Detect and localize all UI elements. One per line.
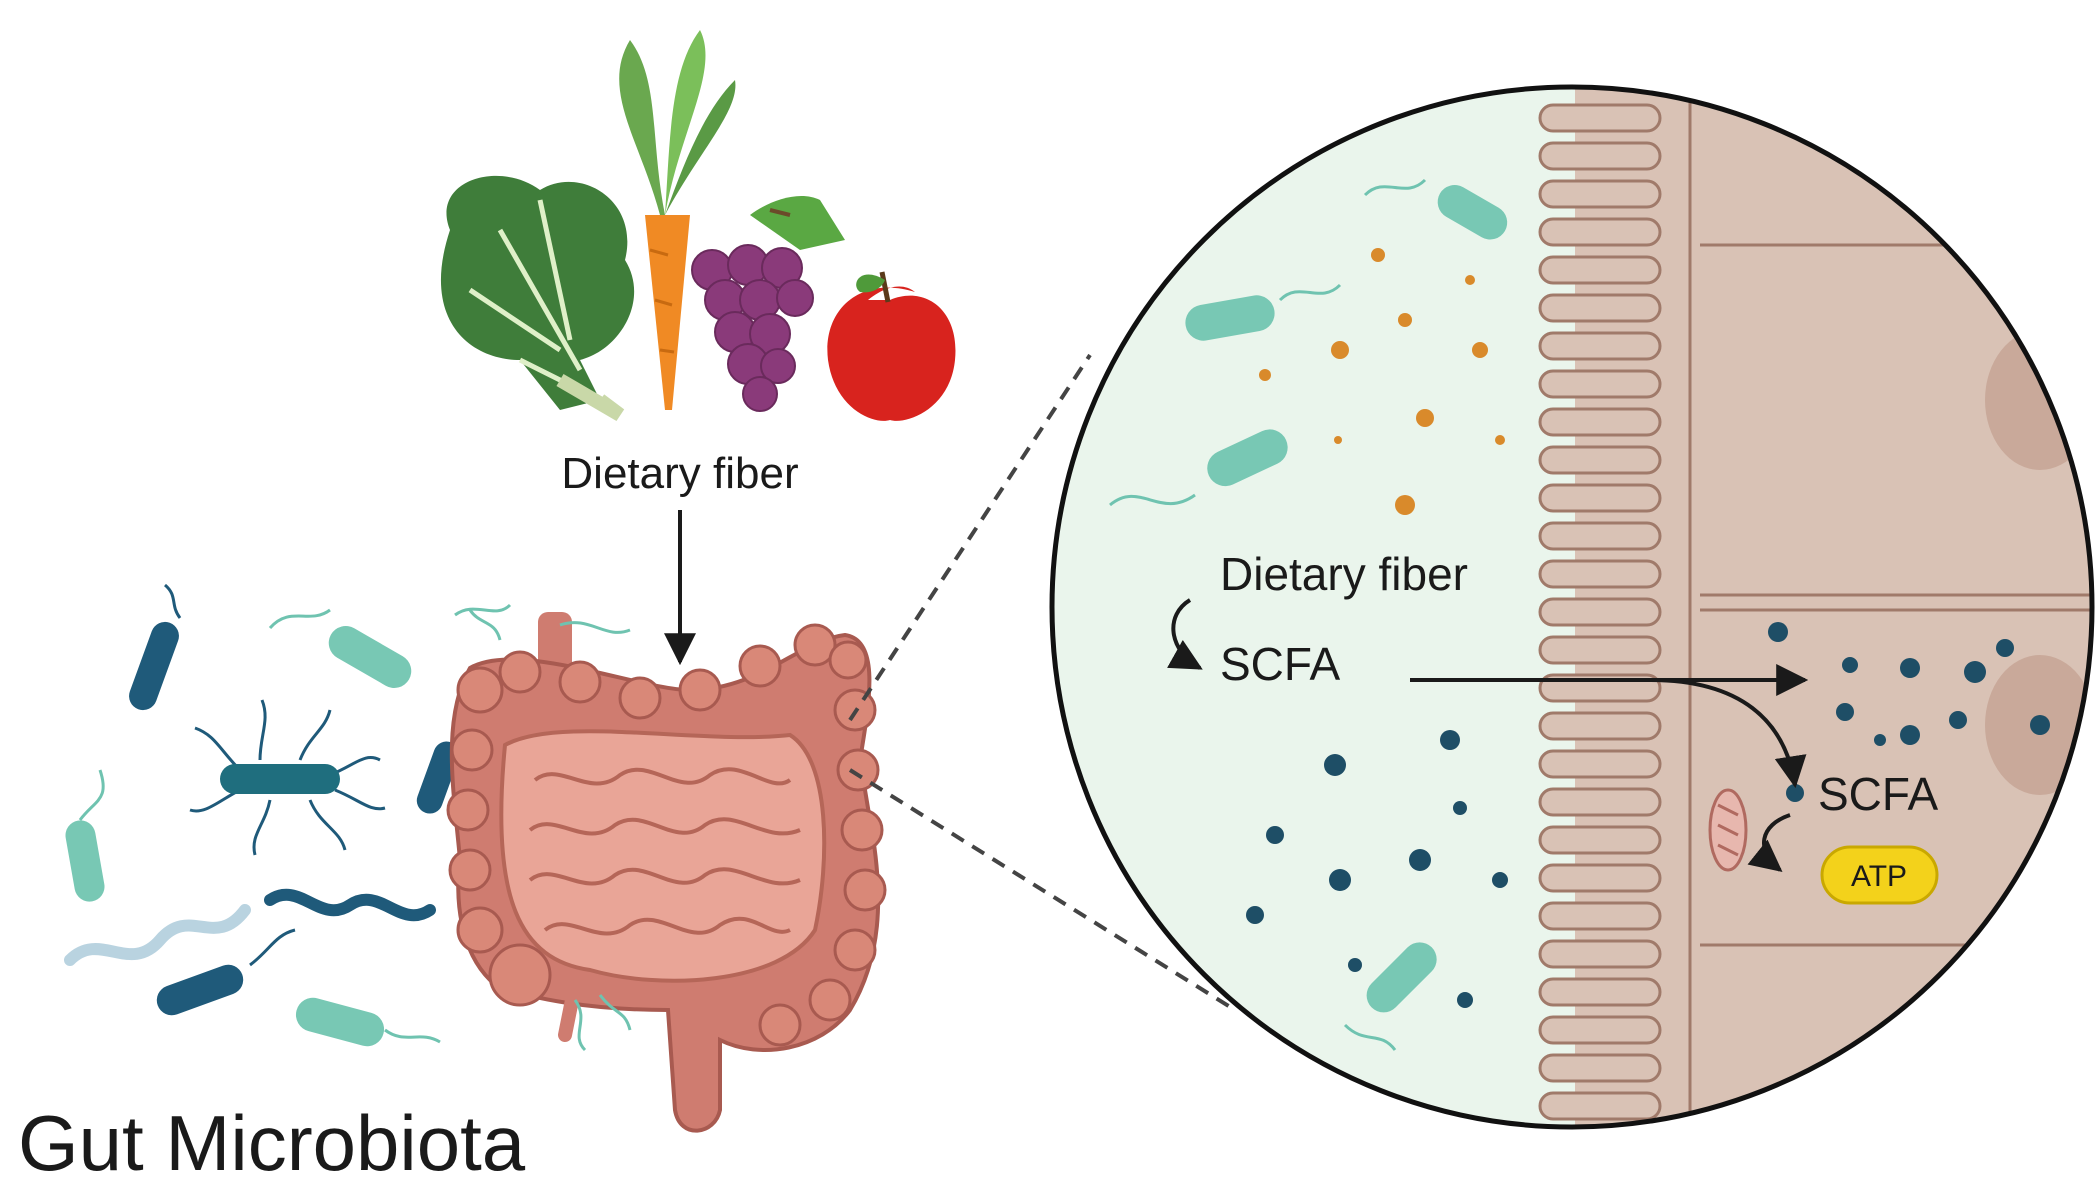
free-bacteria-group: [64, 583, 512, 1047]
villus: [1538, 407, 1662, 437]
villus: [1538, 711, 1662, 741]
villus: [1538, 635, 1662, 665]
zoom-indicator-lines: [848, 353, 1237, 1012]
food-fiber-label: Dietary fiber: [561, 449, 798, 498]
intestine-icon: [446, 612, 887, 1133]
bacterium-flagellated-dark: [189, 699, 386, 856]
spirochete-dark: [264, 888, 436, 922]
scfa-to-atp-arrow: [1747, 813, 1791, 873]
villi-border: [1538, 87, 1700, 1157]
zoom-circle-outline: [1049, 84, 2095, 1130]
bacterium-teal-1: [268, 608, 412, 688]
scfa-uptake-arrow: [1649, 678, 1807, 789]
villus: [1538, 749, 1662, 779]
fiber-particles: [1259, 248, 1505, 515]
villus: [1538, 445, 1662, 475]
villus: [1538, 179, 1662, 209]
food-group: [440, 30, 956, 422]
villus: [1538, 1015, 1662, 1045]
apple-icon: [827, 271, 956, 421]
villus: [1538, 369, 1662, 399]
villus: [1538, 1091, 1662, 1121]
villus: [1538, 597, 1662, 627]
cell-scfa-label: SCFA: [1818, 768, 1938, 820]
villus: [1538, 977, 1662, 1007]
villus: [1538, 293, 1662, 323]
scfa-particles-lumen: [1246, 730, 1508, 1008]
villus: [1538, 103, 1662, 133]
villus: [1540, 1131, 1660, 1157]
villus: [1538, 483, 1662, 513]
villus: [1538, 787, 1662, 817]
leafy-greens-icon: [440, 175, 635, 422]
gut-attached-bacteria: [468, 609, 632, 1052]
villus: [1538, 217, 1662, 247]
scfa-particles-cell: [1768, 622, 2050, 802]
spirochete-light: [64, 904, 251, 966]
gut-microbiota-title: Gut Microbiota: [18, 1099, 526, 1187]
atp-badge: ATP: [1820, 845, 1939, 905]
zoom-fiber-label: Dietary fiber: [1220, 548, 1468, 600]
villus: [1538, 559, 1662, 589]
villus: [1538, 863, 1662, 893]
villus: [1538, 331, 1662, 361]
villus: [1538, 901, 1662, 931]
bacterium-teal-top: [454, 603, 512, 617]
fiber-to-scfa-arrow: [1167, 598, 1203, 670]
villus: [1538, 939, 1662, 969]
bacterium-teal-3: [295, 997, 441, 1047]
bacterium-rod-dark-2: [156, 928, 296, 1016]
bacterium-rod-near-gut: [416, 741, 460, 814]
bacterium-rod-dark: [129, 583, 182, 711]
mitochondrion-icon: [1708, 788, 1748, 872]
atp-label: ATP: [1851, 860, 1907, 893]
villus: [1538, 141, 1662, 171]
villus: [1538, 255, 1662, 285]
villus: [1538, 825, 1662, 855]
lumen-bacteria: [1109, 178, 1508, 1051]
carrot-icon: [619, 30, 736, 410]
villus: [1538, 1053, 1662, 1083]
zoom-scfa-label: SCFA: [1220, 638, 1340, 690]
villus: [1538, 521, 1662, 551]
grapes-icon: [691, 195, 845, 412]
bacterium-teal-2: [65, 769, 105, 902]
